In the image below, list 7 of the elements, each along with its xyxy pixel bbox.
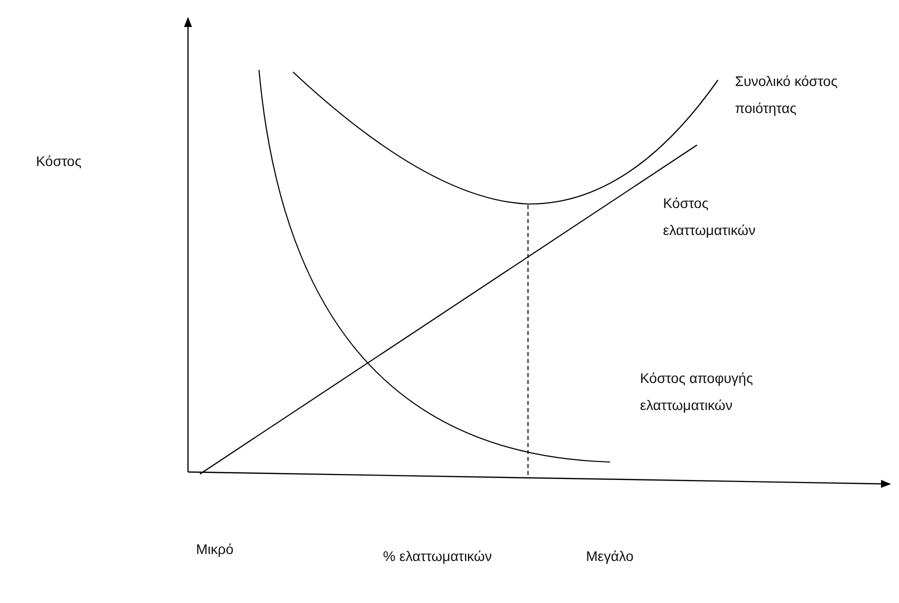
curve-label: Κόστος ελαττωματικών (663, 194, 756, 240)
axis-label: Μεγάλο (586, 547, 635, 566)
curve-label: Κόστος αποφυγής ελαττωματικών (640, 369, 754, 415)
axis-label: Κόστος (36, 152, 82, 171)
axis-label: % ελαττωματικών (383, 547, 493, 566)
axis-label: Μικρό (196, 540, 235, 559)
curve-label: Συνολικό κόστος ποιότητας (735, 72, 839, 118)
